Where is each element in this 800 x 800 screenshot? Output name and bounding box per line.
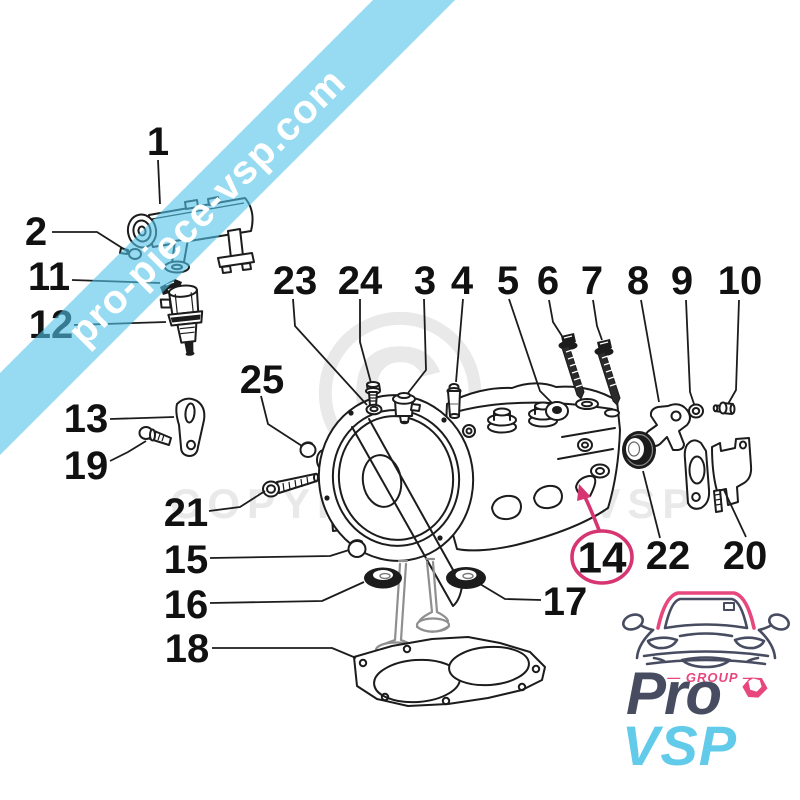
fuel-rail-drawing (126, 196, 255, 274)
plug-drawing-25 (299, 441, 317, 458)
part-label-24: 24 (338, 259, 383, 303)
part-label-15: 15 (164, 538, 209, 582)
plug-drawing-15 (347, 539, 367, 558)
highlight-part-14 (570, 484, 634, 585)
head-gasket-drawing (353, 636, 546, 707)
leader-line-25 (260, 395, 303, 447)
part-label-18: 18 (165, 627, 210, 671)
leader-line-10 (727, 299, 740, 405)
leader-line-8 (640, 299, 660, 403)
leader-line-18 (212, 647, 357, 659)
highlight-circle (570, 529, 634, 585)
provsp-logo: — GROUP — Pro VSP (612, 584, 800, 800)
part-label-9: 9 (671, 259, 693, 303)
part-label-7: 7 (581, 259, 603, 303)
leader-line-17 (479, 583, 542, 601)
part-label-23: 23 (273, 259, 318, 303)
valve-guide-drawing-4 (446, 383, 462, 419)
head-bolt-drawing-7 (594, 339, 621, 406)
part-label-21: 21 (164, 491, 209, 535)
leader-line-15 (209, 549, 350, 559)
part-label-3: 3 (414, 259, 436, 303)
fork-bracket-drawing-8 (644, 403, 691, 451)
highlight-arrow-shaft (583, 495, 601, 532)
leader-line-6 (548, 299, 563, 337)
leader-line-9 (685, 299, 695, 405)
leader-line-1 (157, 159, 161, 205)
part-label-16: 16 (164, 583, 209, 627)
part-label-19: 19 (64, 444, 109, 488)
part-label-13: 13 (64, 397, 109, 441)
part-label-20: 20 (723, 534, 768, 578)
leader-line-16 (209, 581, 365, 604)
leader-line-5 (508, 298, 553, 404)
part-label-17: 17 (543, 580, 588, 624)
hex-nut-icon (742, 677, 768, 698)
part-label-25: 25 (240, 358, 285, 402)
part-label-2: 2 (25, 210, 47, 254)
leader-line-22 (642, 470, 661, 539)
leader-line-11 (71, 279, 161, 284)
logo-name-top: Pro (626, 660, 722, 727)
rubber-mount-drawing (545, 401, 569, 421)
injector-drawing-12 (159, 284, 204, 356)
logo-name-bottom: VSP (622, 714, 738, 777)
part-label-6: 6 (537, 259, 559, 303)
valve-seal-drawing-16 (364, 567, 402, 589)
leader-line-12 (73, 321, 167, 326)
washer-drawing-9 (688, 403, 704, 419)
cam-seal-drawing-22 (622, 431, 656, 469)
leader-line-2 (52, 231, 131, 254)
part-label-14: 14 (578, 534, 627, 583)
car-roof-accent (656, 591, 756, 630)
bracket-drawing-20 (683, 437, 753, 513)
part-label-22: 22 (646, 534, 691, 578)
leader-line-20 (723, 489, 747, 538)
highlight-arrow-head (577, 484, 591, 501)
head-bolt-drawing-6 (558, 333, 585, 400)
part-label-5: 5 (497, 259, 519, 303)
part-label-12: 12 (29, 303, 74, 347)
logo-group-label: — GROUP — (667, 670, 757, 685)
leader-line-13 (109, 416, 175, 420)
part-label-10: 10 (718, 259, 763, 303)
leader-line-7 (592, 299, 603, 341)
bolt-drawing-10 (712, 401, 736, 415)
car-windshield (663, 597, 749, 630)
washer-drawing-23 (365, 403, 383, 416)
part-label-11: 11 (28, 255, 70, 299)
bracket-drawing-13 (175, 397, 206, 457)
part-label-8: 8 (627, 259, 649, 303)
leader-line-19 (109, 440, 147, 462)
part-label-4: 4 (451, 259, 474, 303)
car-icon (622, 591, 790, 669)
valve-seal-drawing-17 (446, 567, 486, 589)
part-label-1: 1 (147, 120, 169, 164)
